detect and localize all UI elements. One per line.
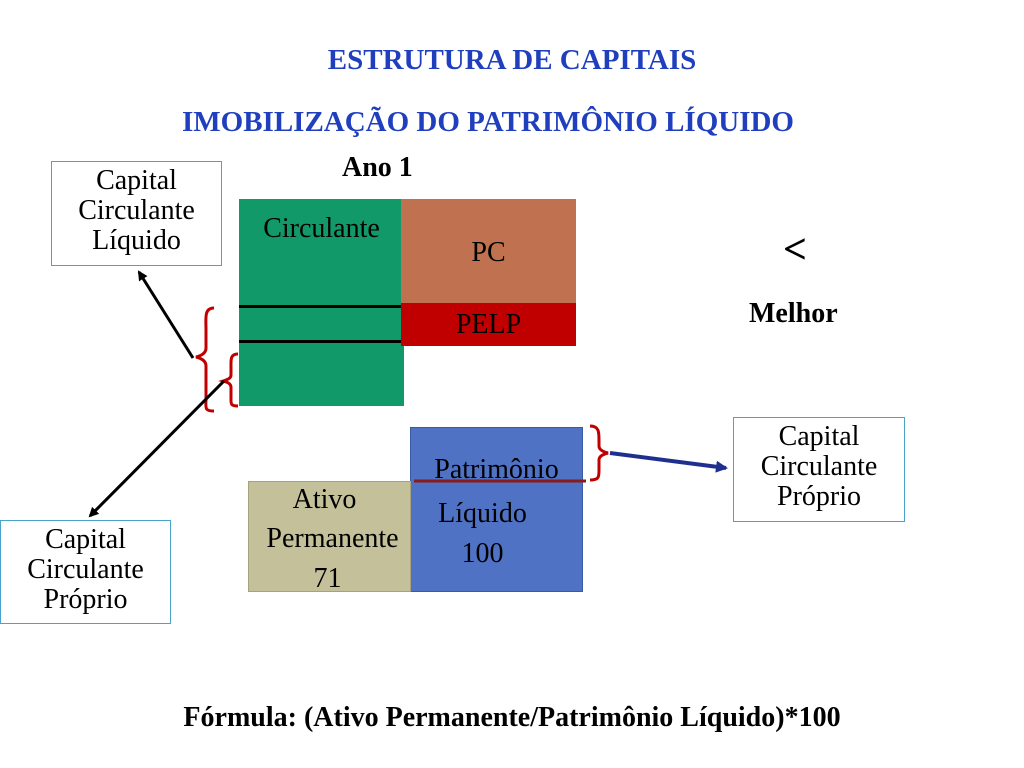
- melhor-label: Melhor: [749, 298, 838, 329]
- pc-label: PC: [471, 237, 506, 268]
- brace-lower-left: [218, 352, 239, 408]
- capital-circulante-proprio-left-box: Capital Circulante Próprio: [0, 520, 171, 624]
- ccl-line-3: Líquido: [92, 225, 181, 256]
- patrimonio-liquido-block: Patrimônio Líquido 100: [410, 427, 583, 592]
- ccp-right-line-3: Próprio: [777, 481, 861, 512]
- ccp-left-line-2: Circulante: [27, 554, 144, 585]
- pelp-label: PELP: [455, 309, 522, 340]
- permanente-label: Permanente: [266, 523, 399, 554]
- capital-circulante-proprio-right-box: Capital Circulante Próprio: [733, 417, 905, 522]
- divider-line-upper: [239, 305, 401, 308]
- title-line-1: ESTRUTURA DE CAPITAIS: [327, 44, 697, 76]
- title-line-2: IMOBILIZAÇÃO DO PATRIMÔNIO LÍQUIDO: [181, 106, 794, 138]
- patrimonio-value: 100: [461, 538, 504, 569]
- year-label: Ano 1: [342, 152, 413, 183]
- ccl-line-2: Circulante: [78, 195, 195, 226]
- ativo-label: Ativo: [292, 484, 357, 515]
- arrow-to-ccp-right: [609, 451, 728, 473]
- brace-right: [589, 424, 609, 482]
- formula-text: Fórmula: (Ativo Permanente/Patrimônio Lí…: [183, 702, 841, 733]
- circulante-block: Circulante: [239, 199, 404, 406]
- ativo-permanente-block: Ativo Permanente 71: [248, 481, 411, 594]
- circulante-label: Circulante: [263, 213, 380, 244]
- ccp-left-line-1: Capital: [45, 524, 126, 555]
- brace-upper-left: [195, 306, 215, 413]
- capital-circulante-liquido-box: Capital Circulante Líquido: [51, 161, 222, 266]
- pc-block: PC: [401, 199, 576, 303]
- pelp-block: PELP: [401, 303, 576, 346]
- liquido-label: Líquido: [438, 498, 527, 529]
- arrow-to-ccp-left: [88, 379, 226, 518]
- less-than-symbol: <: [783, 227, 807, 273]
- ccp-left-line-3: Próprio: [43, 584, 128, 615]
- ccp-right-line-1: Capital: [778, 421, 860, 452]
- ativo-permanente-value: 71: [313, 563, 342, 594]
- ccl-line-1: Capital: [96, 165, 177, 196]
- arrow-to-ccl: [137, 270, 195, 359]
- divider-line-lower: [239, 340, 401, 343]
- ccp-right-line-2: Circulante: [760, 451, 878, 482]
